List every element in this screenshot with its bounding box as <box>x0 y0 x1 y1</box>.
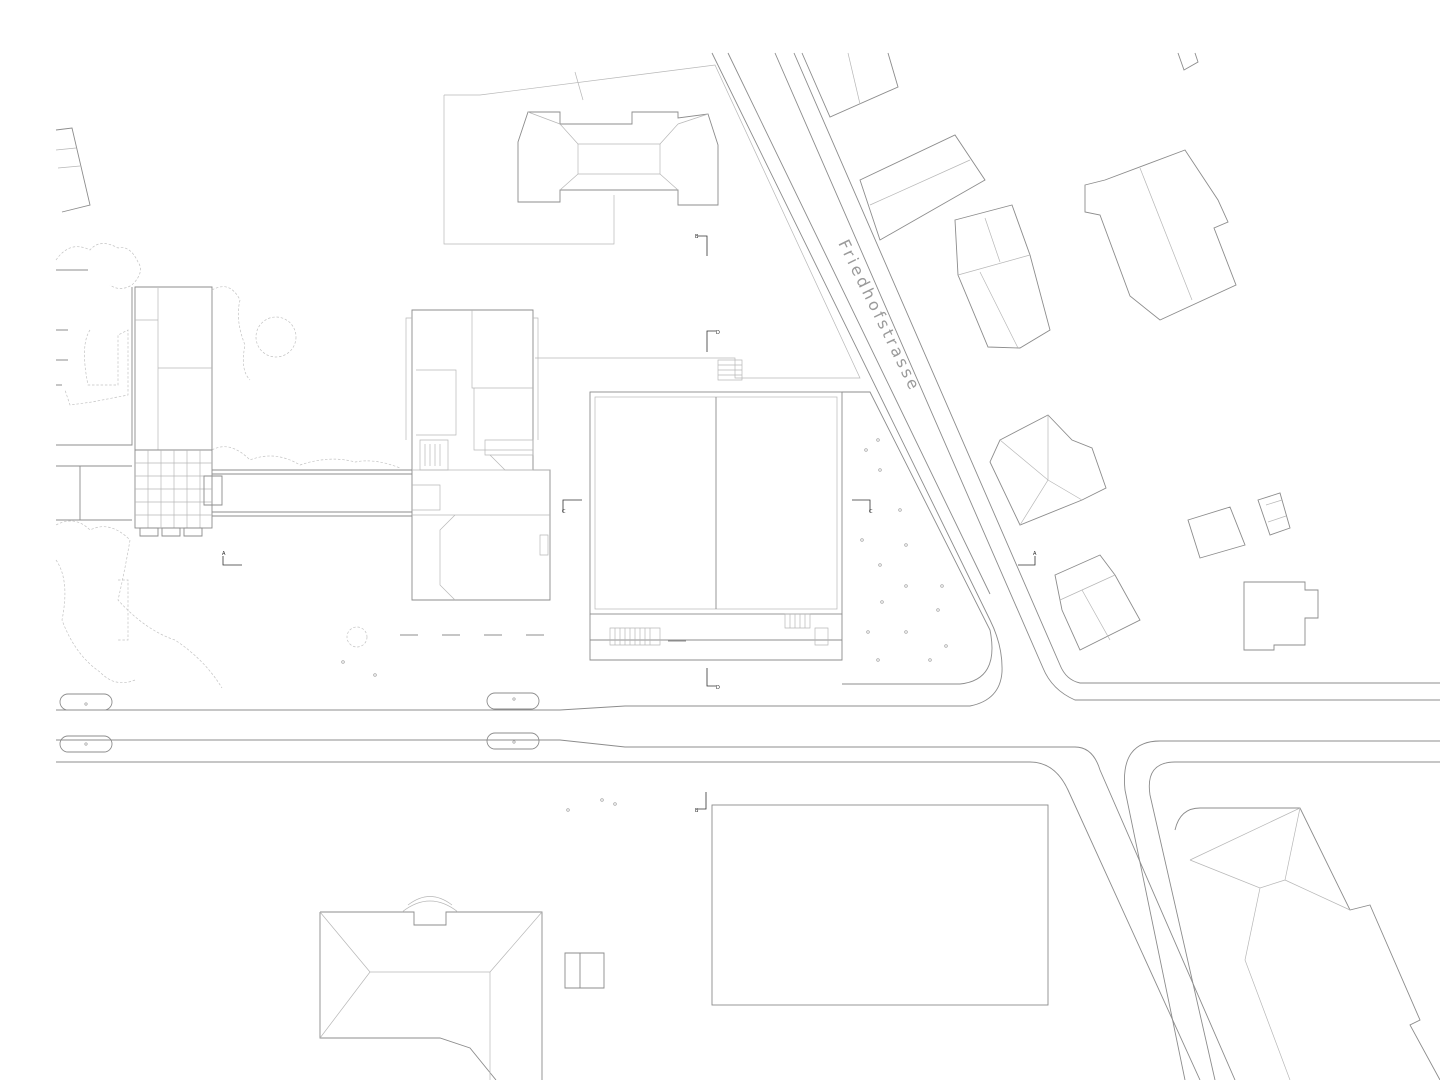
section-marker-c-west: C <box>562 509 566 515</box>
section-marker-d-north: D <box>716 330 720 336</box>
south-area <box>319 804 1440 1080</box>
west-area <box>55 127 401 689</box>
section-marker-d-south: D <box>716 685 720 691</box>
section-markers: A A B B C C D D <box>222 234 1037 814</box>
section-marker-b-south: B <box>695 808 699 814</box>
section-marker-a-east: A <box>1033 551 1037 557</box>
section-marker-c-east: C <box>869 509 873 515</box>
street-label-friedhofstrasse: Friedhofstrasse <box>834 236 924 395</box>
section-marker-b-north: B <box>695 234 699 240</box>
north-building <box>443 64 861 379</box>
street-furniture <box>400 634 686 642</box>
road-lines <box>56 52 1440 1080</box>
school-building <box>405 309 551 601</box>
gym-hall <box>589 359 993 685</box>
courtyard-and-linkway <box>56 449 412 537</box>
section-marker-a-west: A <box>222 551 226 557</box>
traffic-islands <box>59 692 540 753</box>
east-buildings <box>801 52 1319 651</box>
planting-points <box>341 438 948 812</box>
